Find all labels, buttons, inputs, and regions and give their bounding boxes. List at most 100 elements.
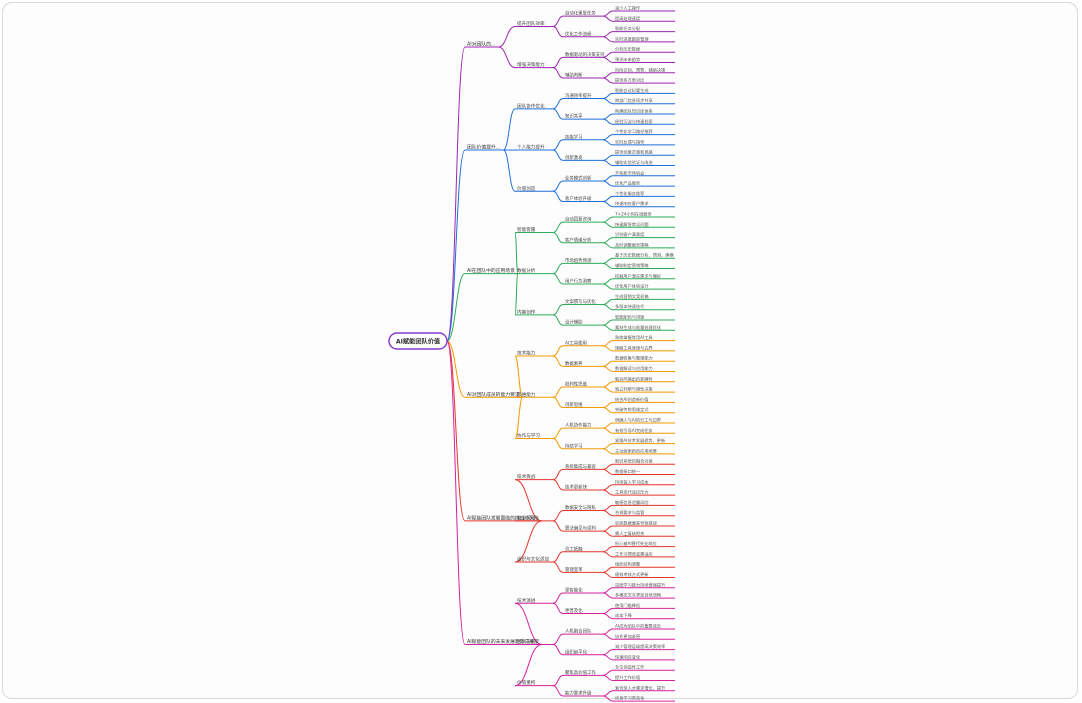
mindmap-level3-node[interactable]: 更智能化	[565, 586, 583, 593]
mindmap-level3-node[interactable]: 自动回复咨询	[565, 216, 592, 223]
mindmap-level2-node[interactable]: 智能客服	[517, 226, 536, 233]
mindmap-leaf-node[interactable]: 成本下降	[615, 612, 633, 619]
mindmap-leaf-node[interactable]: 主动探索新的应用场景	[615, 447, 657, 454]
mindmap-leaf-node[interactable]: 预测未来趋势	[615, 56, 641, 63]
mindmap-level3-node[interactable]: 数据驱动的决策支持	[565, 51, 605, 58]
mindmap-leaf-node[interactable]: 快速响应变化	[615, 653, 641, 660]
mindmap-level3-node[interactable]: 更普及化	[565, 607, 583, 614]
mindmap-level3-node[interactable]: 管理变革	[565, 566, 583, 573]
mindmap-level3-node[interactable]: 用户行为洞察	[565, 277, 592, 284]
mindmap-leaf-node[interactable]: 快速解答常见问题	[615, 221, 649, 228]
mindmap-leaf-node[interactable]: 复合型人才需求增长、提升	[615, 684, 665, 691]
mindmap-leaf-node[interactable]: 个性化服务推荐	[615, 190, 644, 197]
mindmap-level2-node[interactable]: 价值重构	[517, 679, 536, 686]
mindmap-level2-node[interactable]: 个人能力提升	[517, 144, 545, 151]
mindmap-level3-node[interactable]: 算法偏见与误判	[565, 525, 596, 532]
mindmap-level2-node[interactable]: 数据分析	[517, 267, 536, 274]
mindmap-level3-node[interactable]: AI工具使用	[565, 339, 587, 346]
mindmap-leaf-node[interactable]: 协作更加紧密	[615, 633, 640, 640]
mindmap-leaf-node[interactable]: 数据解读与应用能力	[615, 365, 653, 372]
mindmap-leaf-node[interactable]: 提供多方案对比	[615, 77, 644, 84]
mindmap-level2-node[interactable]: 技术演进	[517, 597, 536, 604]
mindmap-level3-node[interactable]: 人机融合团队	[565, 628, 592, 635]
mindmap-leaf-node[interactable]: 熟练掌握常用AI工具	[615, 334, 653, 341]
mindmap-branch-node[interactable]: AI对团队的...	[467, 41, 495, 48]
mindmap-leaf-node[interactable]: 突破传统思维定式	[615, 406, 649, 413]
mindmap-leaf-node[interactable]: 新旧系统的融合对接	[615, 458, 654, 465]
mindmap-level2-node[interactable]: 增强决策能力	[517, 61, 545, 68]
mindmap-level2-node[interactable]: 思维能力	[517, 391, 536, 398]
mindmap-level3-node[interactable]: 优化工作流程	[565, 30, 592, 37]
mindmap-level3-node[interactable]: 沟通效率提升	[565, 92, 592, 99]
mindmap-level3-node[interactable]: 技能学习	[565, 133, 583, 140]
mindmap-leaf-node[interactable]: 素材生成与批量处理优化	[615, 324, 662, 331]
mindmap-branch-node[interactable]: AI赋能团队的未来发展趋势与展望	[467, 638, 539, 645]
mindmap-leaf-node[interactable]: AI成为团队中的重要成员	[615, 623, 661, 630]
mindmap-leaf-node[interactable]: 智能配色与排版	[615, 314, 645, 321]
mindmap-leaf-node[interactable]: 优化产品服务	[615, 180, 641, 187]
mindmap-leaf-node[interactable]: 跨部门信息同步共享	[615, 97, 653, 104]
mindmap-leaf-node[interactable]: 提高处理速度	[615, 15, 641, 22]
mindmap-level3-node[interactable]: 持续学习	[565, 442, 583, 449]
mindmap-level3-node[interactable]: 知识共享	[565, 113, 583, 120]
mindmap-leaf-node[interactable]: 减少管理层级提高决策效率	[615, 643, 665, 650]
mindmap-leaf-node[interactable]: 紧跟AI技术发展趋势、更新	[615, 437, 665, 444]
mindmap-leaf-node[interactable]: 敏感信息泄露风险	[615, 499, 649, 506]
mindmap-leaf-node[interactable]: 持续投入学习成本	[615, 478, 649, 485]
mindmap-level3-node[interactable]: 设计辅助	[565, 319, 583, 326]
root-node-label[interactable]: AI赋能团队价值	[396, 338, 441, 346]
mindmap-level3-node[interactable]: 组织扁平化	[565, 648, 588, 655]
mindmap-leaf-node[interactable]: 提升工作价值	[615, 674, 640, 681]
mindmap-leaf-node[interactable]: 明确人与AI的分工与边界	[615, 417, 662, 424]
mindmap-leaf-node[interactable]: 及时调整服务策略	[615, 241, 649, 248]
mindmap-leaf-node[interactable]: 数据接口统一	[615, 468, 640, 475]
mindmap-level2-node[interactable]: 团队协作优化	[517, 102, 545, 109]
mindmap-leaf-node[interactable]: 智能任务分配	[615, 25, 641, 32]
mindmap-level3-node[interactable]: 文案撰写与优化	[565, 298, 596, 305]
mindmap-leaf-node[interactable]: 专注创造性工作	[615, 664, 645, 671]
mindmap-level3-node[interactable]: 系统集成与兼容	[565, 463, 596, 470]
mindmap-level3-node[interactable]: 数据素养	[565, 360, 583, 367]
mindmap-branch-node[interactable]: AI在团队中的应用场景	[467, 267, 515, 274]
mindmap-level3-node[interactable]: 技术更新快	[565, 483, 588, 490]
mindmap-level2-node[interactable]: 技术能力	[517, 350, 536, 357]
mindmap-level3-node[interactable]: 客户情绪分析	[565, 236, 592, 243]
mindmap-level3-node[interactable]: 员工抵触	[565, 545, 583, 552]
mindmap-level2-node[interactable]: 团队形态	[517, 638, 536, 645]
mindmap-level3-node[interactable]: 批判性思维	[565, 380, 588, 387]
mindmap-level3-node[interactable]: 数据安全与隐私	[565, 504, 596, 511]
mindmap-level3-node[interactable]: 客户体验升级	[565, 195, 592, 202]
mindmap-leaf-node[interactable]: 实时进度跟踪管理	[615, 35, 649, 42]
mindmap-leaf-node[interactable]: 开拓新市场机会	[615, 169, 645, 176]
mindmap-leaf-node[interactable]: 多模态交互更加自然流畅	[615, 592, 661, 599]
mindmap-leaf-node[interactable]: 工作习惯改变需适应	[615, 550, 653, 557]
mindmap-leaf-node[interactable]: 个性化学习路径推荐	[615, 128, 653, 135]
mindmap-level2-node[interactable]: 协作与学习	[517, 432, 540, 439]
mindmap-leaf-node[interactable]: 智能会议纪要生成	[615, 87, 649, 94]
mindmap-branch-node[interactable]: AI赋能团队发展面临的挑战与风险	[467, 514, 539, 521]
mindmap-leaf-node[interactable]: 挖掘用户潜在需求与偏好	[615, 272, 661, 279]
mindmap-leaf-node[interactable]: 快速响应客户需求	[615, 200, 649, 207]
mindmap-leaf-node[interactable]: 有效引导AI完成任务	[615, 427, 653, 434]
mindmap-leaf-node[interactable]: 优化用户体验设计	[615, 283, 649, 290]
mindmap-level3-node[interactable]: 人机协作能力	[565, 422, 591, 429]
mindmap-level3-node[interactable]: 创新激发	[565, 154, 583, 161]
mindmap-leaf-node[interactable]: 分析历史数据	[615, 46, 640, 53]
mindmap-leaf-node[interactable]: 组织结构调整	[615, 561, 641, 568]
mindmap-leaf-node[interactable]: 减少人工操作	[615, 5, 641, 12]
mindmap-level3-node[interactable]: 自动化重复任务	[565, 10, 596, 17]
mindmap-leaf-node[interactable]: 风险识别、预警、辅助决策	[615, 66, 666, 73]
mindmap-leaf-node[interactable]: 工具迭代适应压力	[615, 489, 649, 496]
mindmap-leaf-node[interactable]: 数据收集与整理能力	[615, 355, 653, 362]
mindmap-branch-node[interactable]: AI对团队成员的能力要求	[467, 391, 520, 398]
mindmap-leaf-node[interactable]: 终身学习常态化	[615, 695, 645, 702]
mindmap-leaf-node[interactable]: 实时反馈与指导	[615, 138, 644, 145]
mindmap-branch-node[interactable]: 团队价值提升...	[467, 144, 500, 151]
mindmap-leaf-node[interactable]: 训练数据偏差导致错误	[615, 520, 658, 527]
mindmap-level2-node[interactable]: 组织与文化适应	[517, 556, 550, 563]
mindmap-leaf-node[interactable]: 多版本快速迭代	[615, 303, 645, 310]
mindmap-level2-node[interactable]: 价值创造	[517, 185, 536, 192]
mindmap-leaf-node[interactable]: 基于历史数据分析、预测、建模	[615, 252, 674, 259]
mindmap-leaf-node[interactable]: 结合AI创造新价值	[615, 396, 648, 403]
